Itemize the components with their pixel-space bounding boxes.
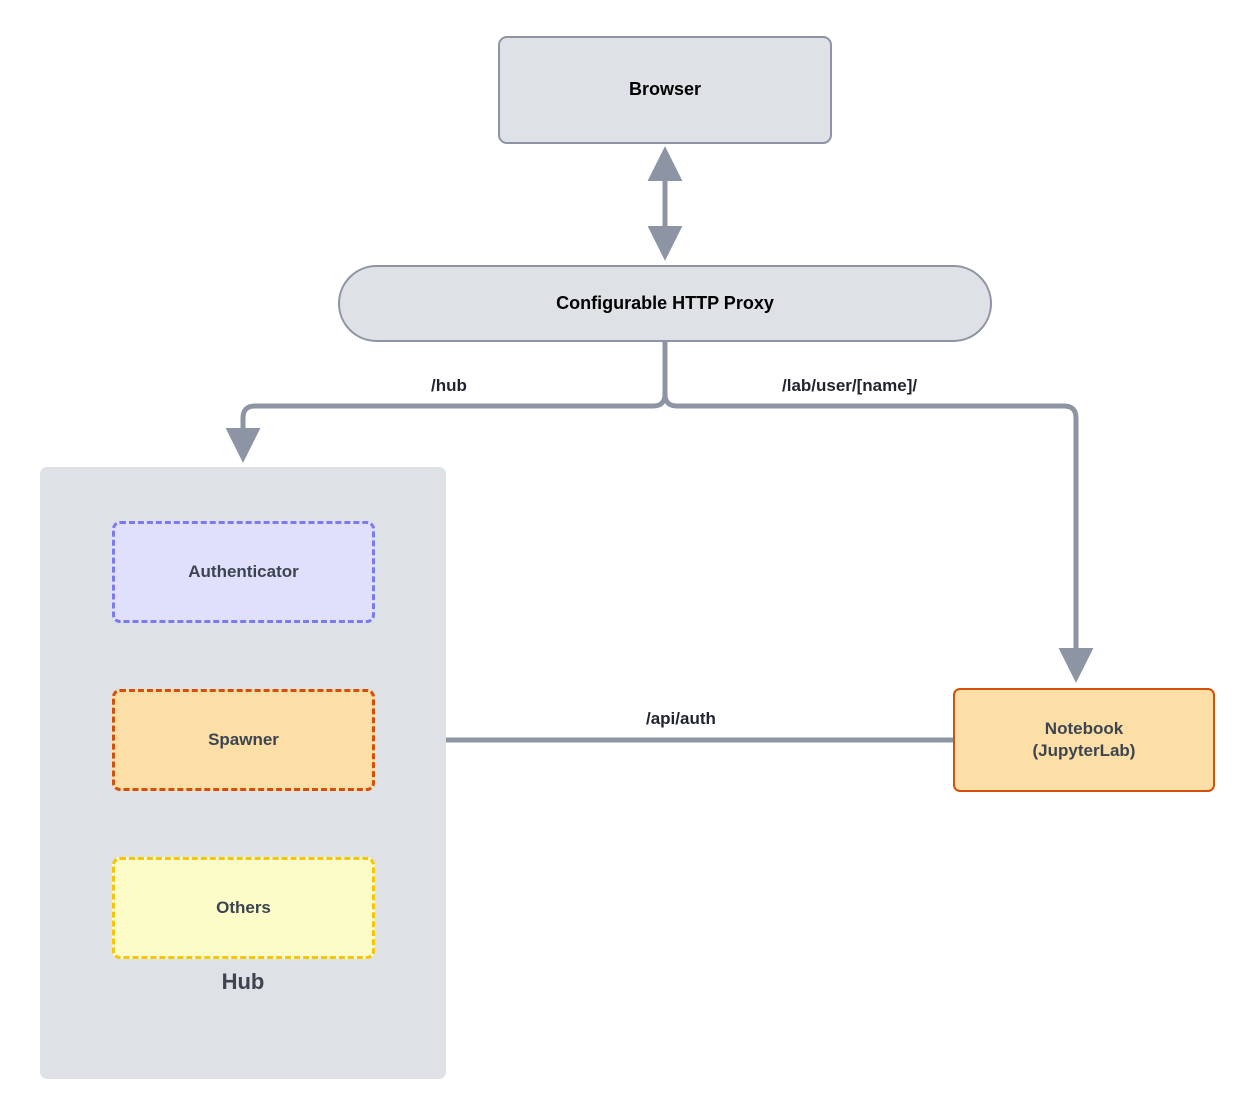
edge-label-api-auth: /api/auth: [641, 708, 721, 730]
node-browser[interactable]: Browser: [498, 36, 832, 144]
node-notebook[interactable]: Notebook (JupyterLab): [953, 688, 1215, 792]
node-spawner[interactable]: Spawner: [112, 689, 375, 791]
node-hub-container[interactable]: Authenticator Spawner Others Hub: [40, 467, 446, 1079]
node-configurable-http-proxy[interactable]: Configurable HTTP Proxy: [338, 265, 992, 342]
node-authenticator[interactable]: Authenticator: [112, 521, 375, 623]
edge-label-lab-user-name: /lab/user/[name]/: [777, 375, 923, 397]
node-others[interactable]: Others: [112, 857, 375, 959]
node-spawner-label: Spawner: [208, 730, 279, 750]
node-authenticator-label: Authenticator: [188, 562, 299, 582]
node-hub-label: Hub: [221, 969, 265, 994]
node-proxy-label: Configurable HTTP Proxy: [556, 292, 774, 313]
node-notebook-label-line1: Notebook: [1044, 719, 1124, 739]
node-others-label: Others: [216, 898, 271, 918]
edge-proxy-notebook: [662, 342, 1094, 683]
node-browser-label: Browser: [628, 79, 702, 100]
edge-label-hub: /hub: [426, 375, 472, 397]
edge-proxy-hub: [225, 342, 668, 463]
node-notebook-label-block: Notebook (JupyterLab): [1033, 718, 1136, 762]
node-notebook-label-line2: (JupyterLab): [1032, 741, 1136, 760]
